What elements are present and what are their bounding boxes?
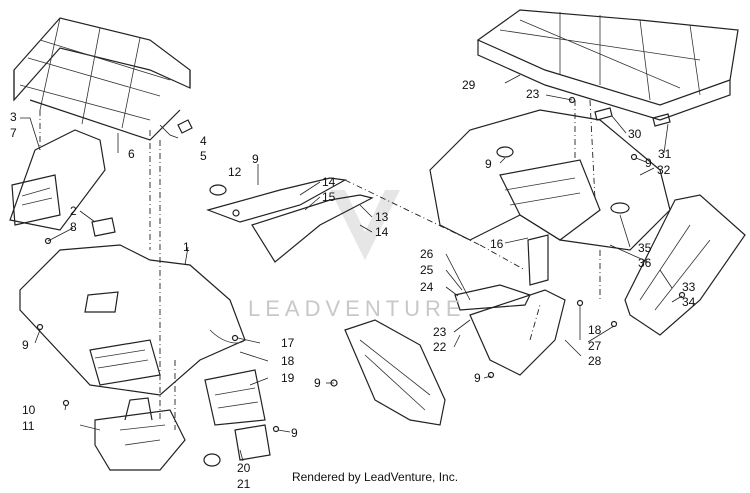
callout-21: 21 [237, 477, 251, 491]
callout-9-lowcenter: 9 [314, 376, 321, 390]
callout-9-left: 9 [22, 338, 29, 352]
footer-credit: Rendered by LeadVenture, Inc. [291, 470, 459, 484]
callout-30: 30 [628, 127, 642, 141]
front-fender [19, 244, 246, 396]
callout-3: 3 [10, 110, 17, 124]
callout-31: 31 [658, 147, 672, 161]
callout-6: 6 [128, 147, 135, 161]
callout-17: 17 [281, 336, 295, 350]
rear-fender [429, 109, 671, 251]
callout-9-upper: 9 [252, 152, 259, 166]
front-rack [13, 17, 191, 141]
lower-panel [330, 319, 495, 426]
callout-32: 32 [657, 163, 671, 177]
callout-14-lower: 14 [375, 225, 389, 239]
callout-12: 12 [228, 165, 242, 179]
callout-9-lowleft: 9 [291, 426, 298, 440]
callout-2: 2 [70, 204, 77, 218]
callout-8: 8 [70, 220, 77, 234]
callout-19: 19 [281, 371, 295, 385]
watermark-text: LEADVENTURE [248, 296, 466, 321]
callout-7: 7 [10, 126, 17, 140]
callout-16: 16 [490, 237, 504, 251]
callout-36: 36 [638, 256, 652, 270]
callout-33: 33 [682, 280, 696, 294]
callout-4: 4 [200, 134, 207, 148]
callout-25: 25 [420, 263, 434, 277]
callout-26: 26 [420, 247, 434, 261]
callout-9-lowright: 9 [474, 371, 481, 385]
callout-9-right: 9 [645, 156, 652, 170]
callout-14-upper: 14 [322, 175, 336, 189]
callout-23-lower: 23 [433, 325, 447, 339]
callout-34: 34 [682, 295, 696, 309]
bracket-parts [203, 369, 271, 467]
rear-flap [624, 194, 746, 336]
callout-15: 15 [322, 190, 336, 204]
callout-22: 22 [433, 340, 447, 354]
callout-10: 10 [22, 403, 36, 417]
watermark-logo [330, 190, 400, 260]
front-frame [79, 397, 186, 471]
callout-23-upper: 23 [526, 87, 540, 101]
callout-24: 24 [420, 280, 434, 294]
callout-labels: 3 7 6 4 5 2 8 1 9 10 11 9 12 14 15 13 14… [10, 78, 696, 491]
storage-parts [454, 234, 566, 376]
callout-20: 20 [237, 461, 251, 475]
front-fender-left [9, 129, 106, 231]
callout-18-left: 18 [281, 354, 295, 368]
leader-lines [20, 74, 683, 462]
callout-11: 11 [22, 419, 35, 433]
callout-13: 13 [375, 210, 389, 224]
callout-35: 35 [638, 241, 652, 255]
assembly-lines [39, 99, 601, 430]
small-parts-left [36, 119, 280, 433]
callout-1: 1 [183, 240, 190, 254]
callout-27: 27 [588, 339, 602, 353]
callout-9-fender: 9 [485, 157, 492, 171]
callout-5: 5 [200, 149, 207, 163]
callout-18-right: 18 [588, 323, 602, 337]
callout-29: 29 [462, 78, 476, 92]
callout-28: 28 [588, 354, 602, 368]
rear-rack [476, 9, 739, 121]
